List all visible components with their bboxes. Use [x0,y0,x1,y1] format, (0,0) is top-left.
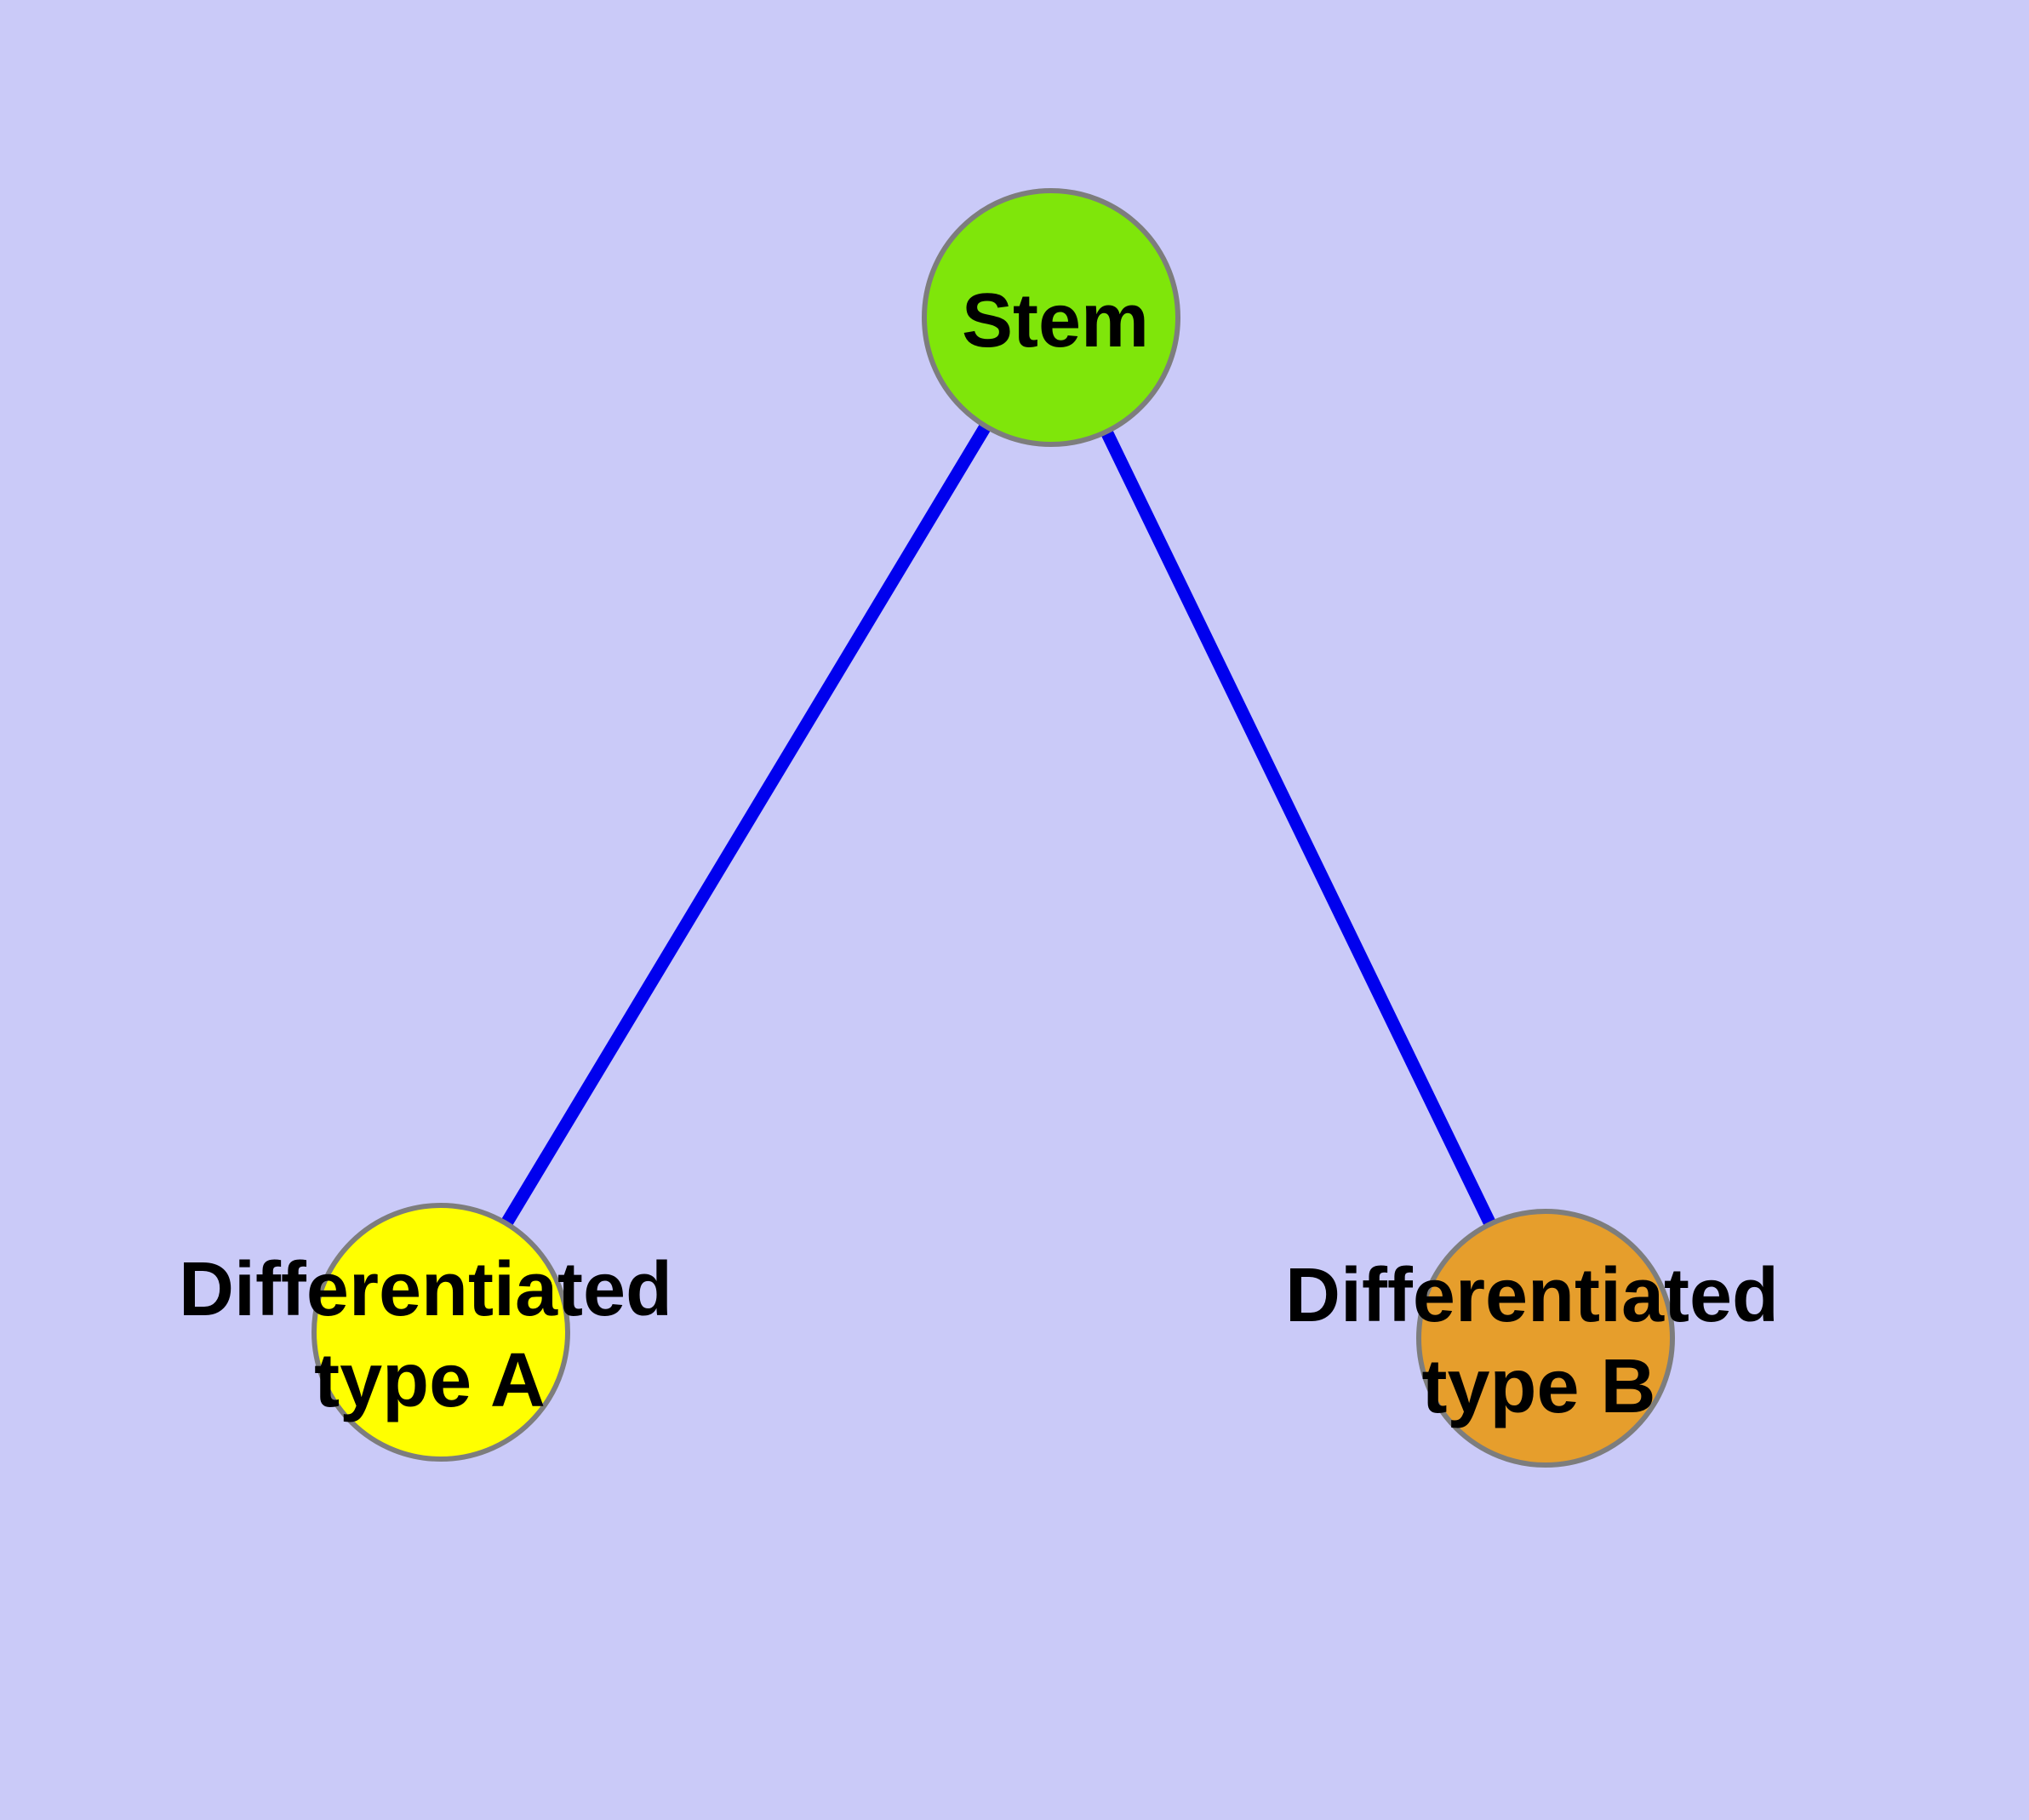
node-type-a-circle [311,1203,570,1462]
node-type-b-label-line1: Differentiated [1285,1253,1779,1338]
node-type-b-label-line2: type B [1421,1344,1655,1429]
node-type-a-label-line2: type A [314,1338,546,1423]
edge-stem-to-type-b [1045,314,1552,1342]
edge-stem-to-type-a [435,314,1057,1336]
node-stem-label: Stem [962,278,1149,363]
node-stem-circle [922,188,1180,447]
node-type-b-circle [1416,1209,1675,1468]
node-type-a-label-line1: Differentiated [179,1247,672,1332]
